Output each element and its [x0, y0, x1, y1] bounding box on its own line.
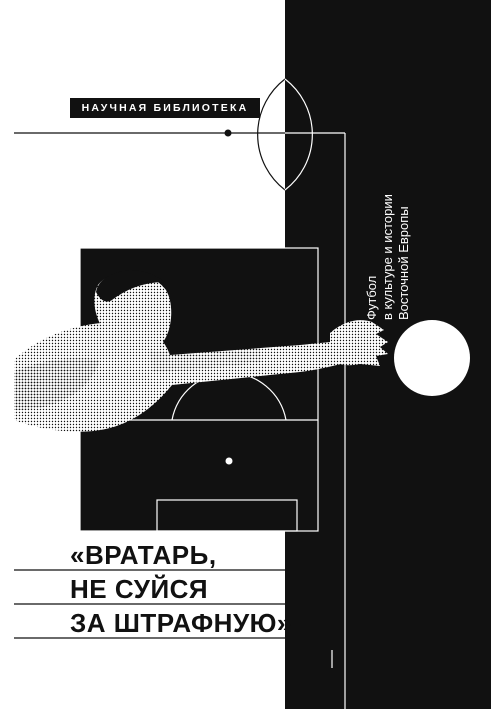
subtitle-line-3: Восточной Европы — [396, 206, 411, 320]
ball — [394, 320, 470, 396]
subtitle-line-1: Футбол — [364, 275, 379, 320]
series-label: НАУЧНАЯ БИБЛИОТЕКА — [70, 98, 260, 118]
title-rules — [14, 569, 285, 639]
center-spot — [224, 129, 232, 137]
book-subtitle: Футбол в культуре и истории Восточной Ев… — [358, 150, 418, 320]
goal-area — [156, 499, 298, 532]
book-title: «ВРАТАРЬ, НЕ СУЙСЯ ЗА ШТРАФНУЮ» — [70, 538, 300, 640]
title-line-1: «ВРАТАРЬ, — [70, 540, 217, 570]
center-circle — [257, 78, 313, 191]
penalty-spot — [225, 457, 233, 465]
title-line-2: НЕ СУЙСЯ — [70, 574, 209, 604]
title-line-3: ЗА ШТРАФНУЮ» — [70, 608, 292, 638]
subtitle-line-2: в культуре и истории — [380, 194, 395, 320]
goalkeeper-illustration — [14, 270, 388, 432]
